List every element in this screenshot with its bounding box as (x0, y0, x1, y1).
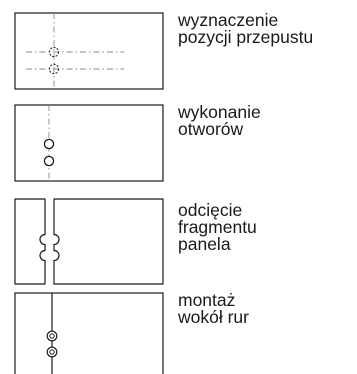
step-cutting: odcięcie fragmentu panela (0, 198, 357, 286)
cut-panel-main (53, 198, 164, 285)
panel-marking-icon (14, 12, 164, 90)
drilled-hole-2 (43, 155, 55, 167)
step-cutting-line-1: odcięcie (178, 200, 243, 220)
step-mounting: montaż wokół rur (0, 290, 357, 374)
step-mounting-label: montaż wokół rur (178, 290, 353, 327)
panel-cutting-icon (14, 198, 164, 285)
step-cutting-line-2: fragmentu (178, 217, 257, 237)
step-drilling: wykonanie otworów (0, 102, 357, 184)
marked-point-1 (48, 46, 60, 58)
panel-drilling-icon (14, 104, 164, 182)
drilled-hole-1 (43, 138, 55, 150)
pipe-core-2 (49, 349, 55, 355)
step-marking-line-2: pozycji przepustu (178, 27, 314, 47)
panel-outline (14, 12, 164, 90)
step-marking-line-1: wyznaczenie (178, 10, 279, 30)
step-mounting-line-2: wokół rur (178, 307, 249, 327)
step-drilling-line-1: wykonanie (178, 102, 261, 122)
cut-strip-left (14, 198, 46, 285)
step-mounting-line-1: montaż (178, 290, 236, 310)
panel-outline (14, 104, 164, 182)
panel-outline (14, 292, 164, 374)
pipe-core-1 (49, 333, 55, 339)
step-drilling-line-2: otworów (178, 119, 244, 139)
step-marking-label: wyznaczenie pozycji przepustu (178, 10, 353, 47)
step-cutting-line-3: panela (178, 234, 231, 254)
marked-point-2 (48, 63, 60, 75)
step-cutting-label: odcięcie fragmentu panela (178, 200, 353, 254)
step-drilling-label: wykonanie otworów (178, 102, 353, 139)
step-marking: wyznaczenie pozycji przepustu (0, 10, 357, 92)
panel-mounting-icon (14, 292, 164, 374)
